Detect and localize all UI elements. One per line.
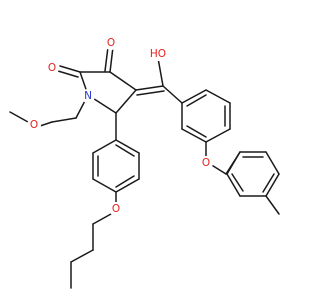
methoxy-oxygen-label: O xyxy=(27,118,41,132)
bond-c5-c4 xyxy=(115,89,137,114)
bond-c3-o-a xyxy=(109,46,114,73)
methoxyethyl-bonds xyxy=(9,94,89,127)
butoxy-oxygen-label: O xyxy=(109,202,123,216)
aryl-ring-a xyxy=(92,112,140,193)
aryl-ring-b xyxy=(181,89,231,143)
bond-c4-c3 xyxy=(109,71,137,91)
atom-labels: O O N HO O O O xyxy=(27,36,213,216)
bond-c2-o-b xyxy=(57,70,79,78)
tolyl-ring xyxy=(226,151,280,215)
bond-c3-o-b xyxy=(104,46,109,72)
butoxy-bonds xyxy=(70,191,117,289)
svg-text:O: O xyxy=(112,203,120,215)
bond-o-ch3 xyxy=(9,111,29,123)
bond-c2-o-a xyxy=(59,65,81,73)
ketone-oxygen-label: O xyxy=(104,36,118,50)
hydroxy-label: HO xyxy=(149,47,168,61)
carbonyl-bonds xyxy=(57,46,114,78)
svg-text:O: O xyxy=(48,62,56,74)
bond-methyl xyxy=(265,195,280,215)
structure-canvas: O O N HO O O O xyxy=(9,36,280,289)
enol-bonds xyxy=(135,57,183,104)
bond-o-ch2 xyxy=(209,163,227,175)
molecule-drawing: O O N HO O O O xyxy=(9,36,280,289)
svg-text:HO: HO xyxy=(150,48,166,60)
bond-cexo-oh xyxy=(157,57,164,87)
lactam-oxygen-label: O xyxy=(45,61,59,75)
benzyl-ether-oxygen-label: O xyxy=(199,156,213,170)
bond-c2-c3 xyxy=(70,249,94,263)
bond-ch2-ch2 xyxy=(51,117,77,123)
bond-o-c1 xyxy=(92,213,112,225)
bond-ch2-o xyxy=(39,121,53,127)
bond-cexo-aryl xyxy=(162,85,183,104)
benzyl-ether-bonds xyxy=(205,141,241,175)
bond-c4-cexo-b xyxy=(136,90,165,96)
ring-nitrogen-label: N xyxy=(81,89,95,103)
svg-text:O: O xyxy=(30,119,38,131)
svg-text:O: O xyxy=(202,157,210,169)
svg-text:N: N xyxy=(84,90,92,102)
svg-text:O: O xyxy=(107,37,115,49)
bond-c4-cexo-a xyxy=(135,85,164,91)
